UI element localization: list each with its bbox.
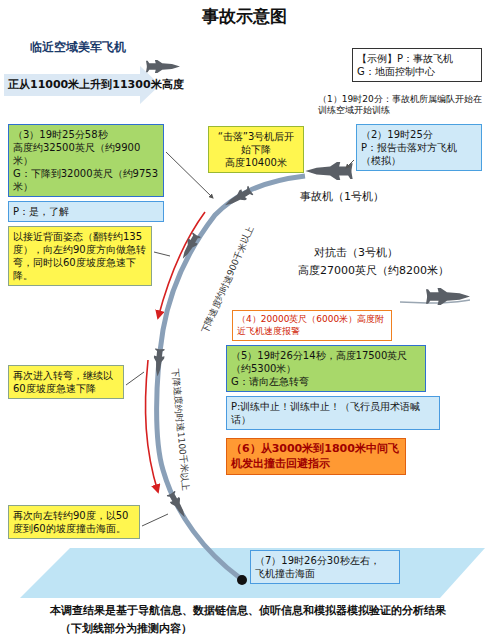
info-box: （6）从3000米到1800米中间飞机发出撞击回避指示: [226, 438, 406, 475]
jet-3: [426, 288, 470, 305]
jet-1: [178, 232, 201, 262]
info-box: 【示例】P：事故飞机G：地面控制中心: [352, 48, 482, 82]
box-text: （7）19时26分30秒左右，: [255, 554, 395, 567]
note-label: （下划线部分为推测内容）: [60, 622, 192, 636]
box-text: P：报告击落对方飞机（模拟）: [361, 141, 477, 167]
jet-1: [166, 490, 189, 520]
jet-1: [152, 348, 165, 377]
note-label: （1）19时20分：事故机所属编队开始在训练空域开始训练: [318, 94, 483, 117]
leader-line: [142, 514, 168, 526]
info-box: “击落”3号机后开始下降高度10400米: [208, 126, 304, 173]
info-box: （4）20000英尺（6000米）高度附近飞机速度报警: [232, 310, 392, 341]
speed-arrow: [145, 360, 158, 492]
us-jet: [146, 60, 180, 73]
note-label: 对抗击（3号机）: [314, 246, 398, 260]
speed-arrow: [158, 212, 205, 318]
box-text: 高度约32500英尺（约9900米）: [13, 141, 159, 167]
note-label: 临近空域美军飞机: [30, 40, 126, 55]
title: 事故示意图: [0, 6, 489, 27]
box-text: P：是，了解: [13, 205, 159, 218]
jet-1: [305, 162, 352, 180]
info-box: P：是，了解: [8, 201, 164, 222]
box-text: P:训练中止！训练中止！（飞行员用术语喊话）: [231, 400, 435, 426]
leader-line: [154, 252, 170, 256]
box-text: （4）20000英尺（6000米）高度附近飞机速度报警: [237, 314, 387, 337]
box-text: 再次进入转弯，继续以60度坡度急速下降: [13, 369, 119, 395]
box-text: （2）19时25分: [361, 128, 477, 141]
caption: 本调查结果是基于导航信息、数据链信息、侦听信息和模拟器模拟验证的分析结果: [50, 604, 486, 618]
speed-note: 下降速度约时速1100千米以上: [169, 369, 191, 491]
box-text: “击落”3号机后开始下降: [213, 130, 299, 156]
jet-1: [222, 185, 254, 210]
note-label: 事故机（1号机）: [300, 190, 384, 204]
info-box: （5）19时26分14秒，高度17500英尺（约5300米）G：请向左急转弯: [226, 345, 426, 392]
note-label: 高度27000英尺（约8200米）: [298, 264, 449, 278]
info-box: P:训练中止！训练中止！（飞行员用术语喊话）: [226, 396, 440, 430]
box-text: 以接近背面姿态（翻转约135度），向左约90度方向做急转弯，同时以60度坡度急速…: [13, 230, 147, 282]
box-text: （6）从3000米到1800米中间飞机发出撞击回避指示: [231, 442, 401, 471]
impact-point: [237, 575, 247, 585]
note-label: 正从11000米上升到11300米高度: [8, 78, 184, 92]
info-box: 再次进入转弯，继续以60度坡度急速下降: [8, 365, 124, 399]
info-box: 以接近背面姿态（翻转约135度），向左约90度方向做急转弯，同时以60度坡度急速…: [8, 226, 152, 286]
leader-line: [346, 160, 354, 168]
box-text: 高度10400米: [213, 156, 299, 169]
info-box: （7）19时26分30秒左右，飞机撞击海面: [250, 550, 400, 584]
box-text: 【示例】P：事故飞机: [357, 52, 477, 65]
box-text: G：下降到32000英尺（约9753米）: [13, 167, 159, 193]
box-text: 飞机撞击海面: [255, 567, 395, 580]
sea: [20, 548, 485, 598]
box-text: （3）19时25分58秒: [13, 128, 159, 141]
info-box: （2）19时25分P：报告击落对方飞机（模拟）: [356, 124, 482, 171]
box-text: （5）19时26分14秒，高度17500英尺（约5300米）: [231, 349, 421, 375]
info-box: 再次向左转约90度，以50度到60的坡度撞击海面。: [8, 505, 140, 539]
info-box: （3）19时25分58秒高度约32500英尺（约9900米）G：下降到32000…: [8, 124, 164, 197]
box-text: G：地面控制中心: [357, 65, 477, 78]
leader-line: [126, 372, 144, 385]
box-text: 再次向左转约90度，以50度到60的坡度撞击海面。: [13, 509, 135, 535]
box-text: G：请向左急转弯: [231, 375, 421, 388]
leader-line: [166, 152, 213, 198]
